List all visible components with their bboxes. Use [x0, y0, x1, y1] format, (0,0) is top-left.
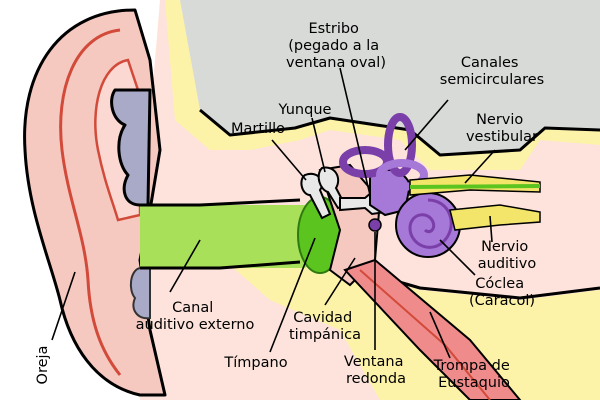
label-oreja: Oreja	[35, 346, 51, 385]
leader-canales	[404, 99, 449, 151]
label-canal-auditivo: Canal auditivo externo	[136, 300, 255, 333]
label-nervio-vestibular: Nervio vestibular	[466, 112, 538, 145]
label-coclea: Cóclea (Caracol)	[469, 276, 535, 309]
brain-gray-region	[180, 0, 600, 155]
label-canales: Canales semicirculares	[440, 55, 544, 88]
ear-canal-bottom-edge	[140, 260, 301, 270]
semicircular-canal-posterior	[376, 159, 428, 191]
ear-canal-top-edge	[140, 198, 301, 207]
leader-canal	[169, 239, 201, 293]
leader-cavidad	[324, 257, 356, 306]
auricle-cartilage	[110, 88, 152, 207]
inner-ear	[339, 113, 461, 258]
label-yunque: Yunque	[278, 102, 332, 118]
label-nervio-auditivo: Nervio auditivo	[478, 239, 537, 272]
label-trompa: Trompa de Eustaquio	[433, 358, 515, 391]
ear-canal	[140, 205, 330, 268]
leader-yunque	[311, 117, 326, 173]
auricle-inner-fold	[59, 28, 122, 376]
cochlea-spiral	[408, 198, 453, 249]
auditory-nerve	[449, 204, 541, 231]
label-martillo: Martillo	[231, 121, 285, 137]
leader-timpano	[269, 237, 316, 353]
label-ventana: Ventana redonda	[344, 354, 408, 387]
leader-oreja	[51, 271, 76, 341]
leader-martillo	[271, 139, 307, 181]
leader-estribo	[339, 67, 371, 196]
leader-trompa	[429, 311, 451, 359]
leader-coclea	[439, 239, 476, 276]
label-estribo: Estribo (pegado a la ventana oval)	[286, 21, 386, 71]
semicircular-canal-superior	[384, 113, 416, 177]
label-cavidad: Cavidad timpánica	[289, 310, 361, 343]
round-window	[368, 218, 382, 232]
vestibular-nerve-core	[409, 184, 541, 189]
malleus	[300, 172, 332, 220]
earlobe-cartilage	[129, 267, 151, 320]
leader-nervio-vestibular	[464, 149, 496, 184]
label-timpano: Tímpano	[223, 355, 287, 371]
leader-nervio-auditivo	[489, 215, 493, 243]
